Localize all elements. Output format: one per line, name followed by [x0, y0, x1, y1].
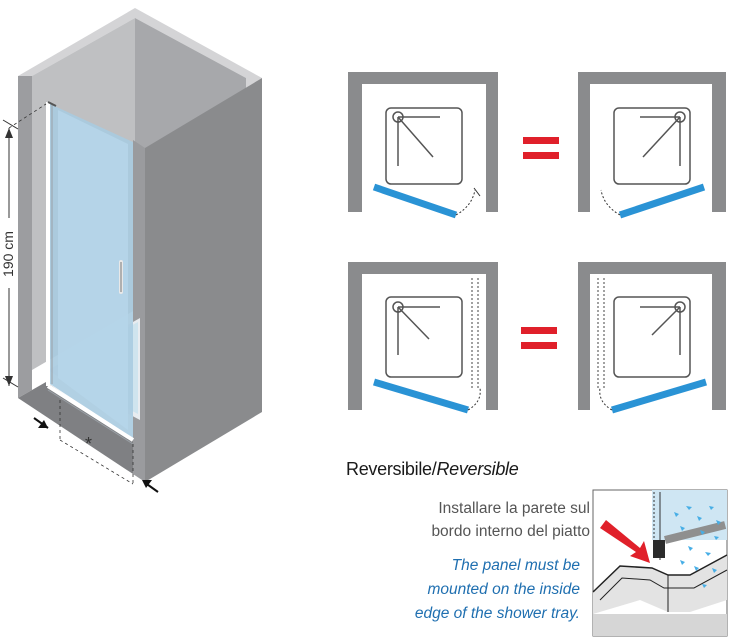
- note-en-line: The panel must be: [451, 557, 580, 574]
- height-dimension-line: [2, 103, 47, 388]
- note-it-line: Installare la parete sul: [438, 500, 590, 517]
- note-en-line: edge of the shower tray.: [414, 605, 580, 622]
- plan-view-right-hinge-with-side-panel: [578, 262, 726, 414]
- equals-sign-icon: [521, 327, 557, 349]
- tray-section-inset: [592, 489, 728, 637]
- plan-view-right-hinge: [578, 72, 726, 219]
- plan-view-left-hinge: [348, 72, 498, 219]
- arrow-icon: [600, 520, 650, 563]
- width-dimension-line: [33, 400, 159, 493]
- reversible-label-it: Reversibile: [346, 459, 432, 479]
- installation-note-italian: Installare la parete sul bordo interno d…: [431, 497, 590, 543]
- reversible-separator: /: [431, 459, 437, 479]
- plan-view-left-hinge-with-side-panel: [348, 262, 498, 414]
- equals-sign-icon: [523, 137, 559, 159]
- reversible-heading: Reversibile/Reversible: [346, 459, 519, 480]
- shower-cabin-isometric-illustration: [2, 8, 262, 493]
- reversible-label-en: Reversible: [436, 459, 519, 479]
- note-en-line: mounted on the inside: [427, 581, 580, 598]
- note-it-line: bordo interno del piatto: [431, 523, 590, 540]
- width-dimension-marker: *: [85, 434, 93, 454]
- water-drop-icon: [674, 506, 721, 588]
- installation-note-english: The panel must be mounted on the inside …: [415, 554, 580, 626]
- height-dimension-label: 190 cm: [0, 231, 16, 277]
